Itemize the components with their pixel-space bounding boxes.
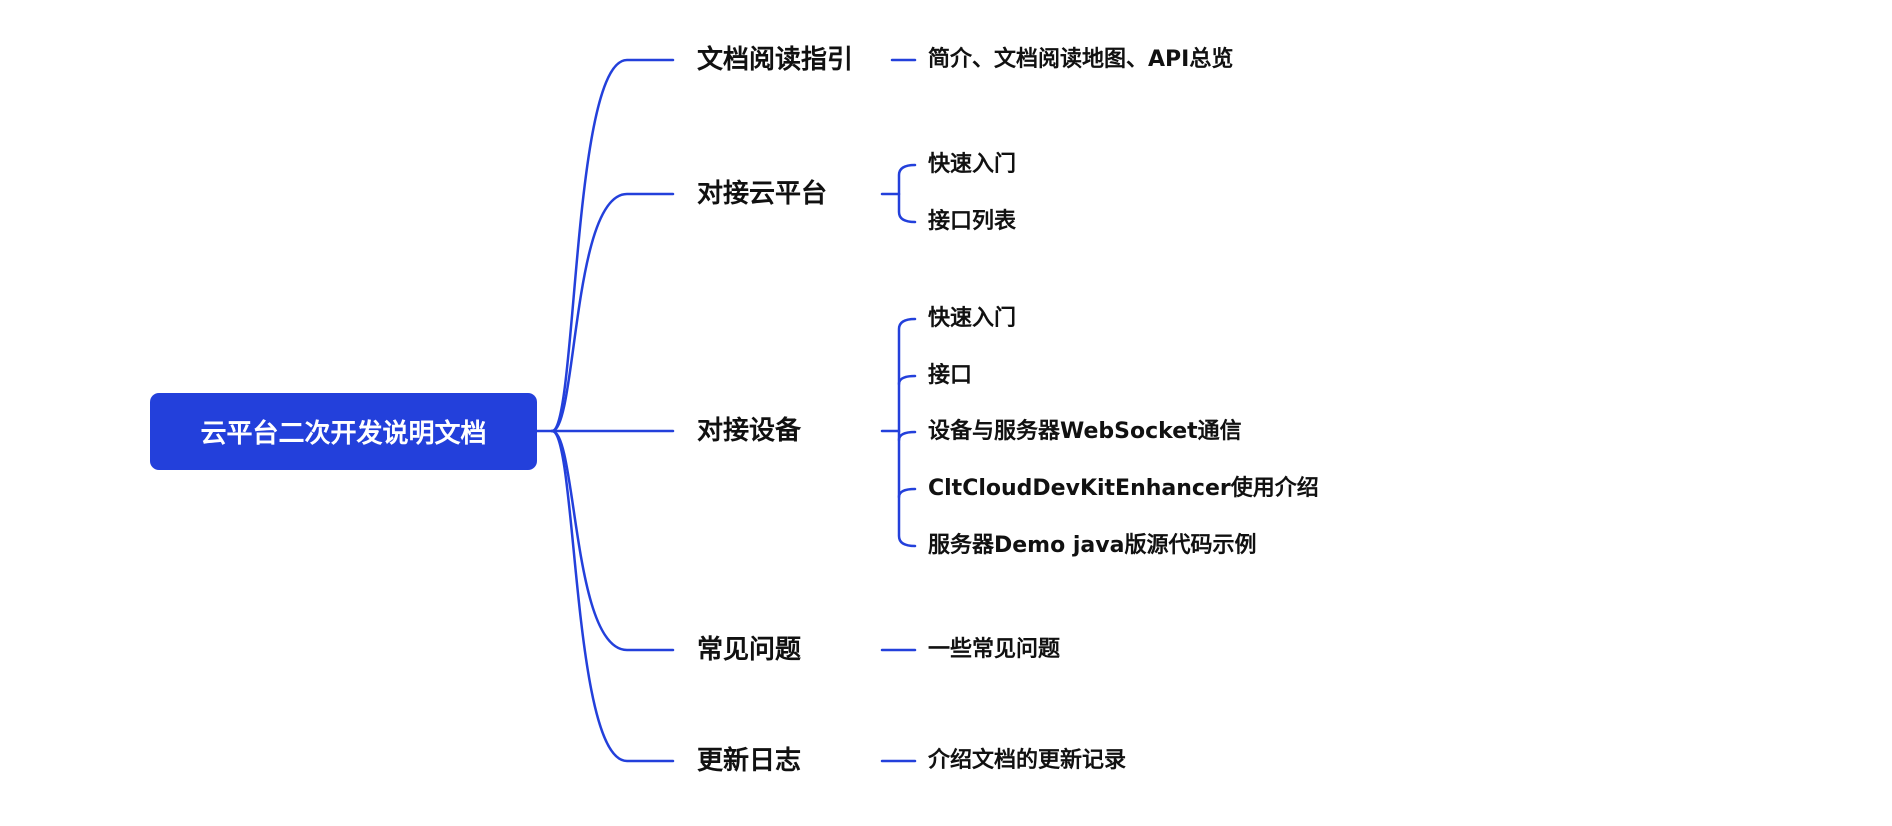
branch-connector — [550, 58, 675, 433]
leaf-connector — [897, 487, 917, 499]
branch-node[interactable]: 对接云平台 — [697, 179, 828, 209]
leaf-node[interactable]: 服务器Demo java版源代码示例 — [928, 533, 1257, 558]
leaf-node[interactable]: 接口 — [928, 363, 973, 388]
leaf-connector — [897, 374, 917, 386]
leaf-node[interactable]: 快速入门 — [928, 152, 1017, 177]
root-node[interactable]: 云平台二次开发说明文档 — [150, 393, 537, 470]
leaf-bracket — [897, 163, 917, 224]
leaf-node[interactable]: 接口列表 — [928, 209, 1017, 234]
branch-connector — [550, 429, 675, 652]
leaf-node[interactable]: 介绍文档的更新记录 — [928, 748, 1127, 773]
leaf-node[interactable]: 快速入门 — [928, 306, 1017, 331]
branch-node[interactable]: 更新日志 — [697, 746, 802, 776]
branch-node[interactable]: 文档阅读指引 — [697, 45, 854, 75]
leaf-node[interactable]: 简介、文档阅读地图、API总览 — [928, 47, 1234, 72]
leaf-bracket — [897, 317, 917, 548]
leaf-node[interactable]: 设备与服务器WebSocket通信 — [928, 419, 1242, 444]
leaf-connector — [897, 430, 917, 442]
branch-connector — [550, 192, 675, 433]
leaf-node[interactable]: CltCloudDevKitEnhancer使用介绍 — [928, 476, 1319, 501]
branch-node[interactable]: 常见问题 — [697, 635, 802, 665]
leaf-node[interactable]: 一些常见问题 — [928, 637, 1061, 662]
branch-node[interactable]: 对接设备 — [697, 416, 802, 446]
branch-connector — [550, 429, 675, 763]
